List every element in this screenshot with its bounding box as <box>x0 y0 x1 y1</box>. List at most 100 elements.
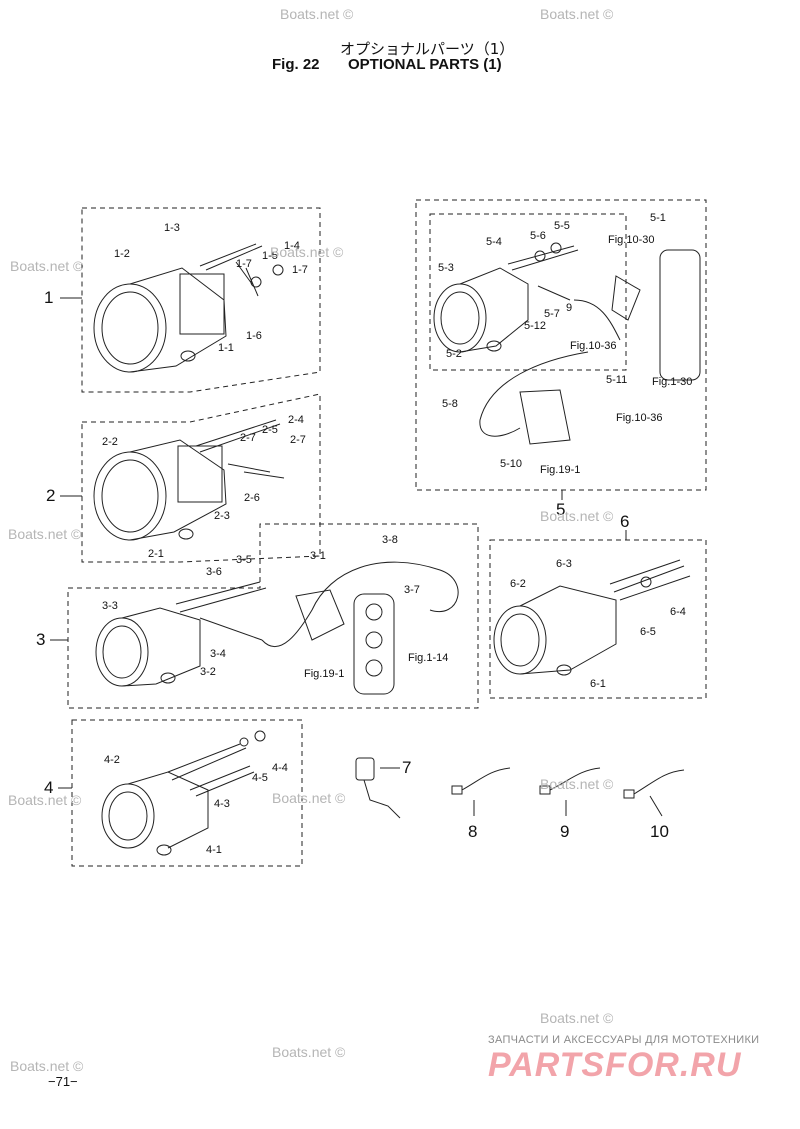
callout-fig-10-36: Fig.10-36 <box>570 340 617 352</box>
group-4-box <box>71 719 303 867</box>
callout-2-6: 2-6 <box>244 492 260 504</box>
group-number-10: 10 <box>650 822 669 841</box>
callout-fig-19-1: Fig.19-1 <box>304 668 345 680</box>
callout-5-3: 5-3 <box>438 262 454 274</box>
callout-3-3: 3-3 <box>102 600 118 612</box>
callout-fig-19-1b: Fig.19-1 <box>540 464 581 476</box>
bulb-icon <box>160 672 176 684</box>
title-japanese: オプショナルパーツ（1） <box>340 40 515 58</box>
callout-5-6: 5-6 <box>530 230 546 242</box>
group-number-7: 7 <box>402 758 412 777</box>
callout-5-12: 5-12 <box>524 320 547 332</box>
wire-harness-icon <box>199 243 263 297</box>
group-5-box <box>415 199 707 491</box>
callout-6-2: 6-2 <box>510 578 526 590</box>
callout-6-3: 6-3 <box>556 558 572 570</box>
callout-2-1: 2-1 <box>148 548 164 560</box>
wire-harness-icon <box>195 419 285 479</box>
callout-3-6: 3-6 <box>206 566 222 578</box>
group-number-8: 8 <box>468 822 478 841</box>
watermark: Boats.net © <box>8 526 82 542</box>
group-number-5: 5 <box>556 500 566 519</box>
group-number-2: 2 <box>46 486 56 505</box>
nut-icon <box>640 576 652 588</box>
callout-3-7: 3-7 <box>404 584 420 596</box>
callout-2-5: 2-5 <box>262 424 278 436</box>
group-1-box <box>81 207 321 393</box>
callout-2-3: 2-3 <box>214 510 230 522</box>
watermark: Boats.net © <box>540 776 614 792</box>
wire-harness-icon <box>507 245 579 301</box>
callout-fig-10-36b: Fig.10-36 <box>616 412 663 424</box>
nut-icon <box>250 264 284 288</box>
cable-icon <box>261 561 459 647</box>
callout-5-7: 5-7 <box>544 308 560 320</box>
watermark: Boats.net © <box>10 1058 84 1074</box>
callout-6-1: 6-1 <box>590 678 606 690</box>
callout-4-2: 4-2 <box>104 754 120 766</box>
group-number-3: 3 <box>36 630 46 649</box>
callout-2-7: 2-7 <box>240 432 256 444</box>
callout-5-10: 5-10 <box>500 458 523 470</box>
group-3-box <box>67 523 479 709</box>
callout-3-4: 3-4 <box>210 648 226 660</box>
callout-1-6: 1-6 <box>246 330 262 342</box>
brand-logo: PARTSFOR.RU <box>488 1046 742 1084</box>
bulb-icon <box>156 844 172 856</box>
connector-icon <box>451 767 511 795</box>
watermark: Boats.net © <box>280 6 354 22</box>
bulb-icon <box>178 528 194 540</box>
callout-4-5: 4-5 <box>252 772 268 784</box>
group-number-1: 1 <box>44 288 54 307</box>
callout-5-8: 5-8 <box>442 398 458 410</box>
connector-icon <box>623 769 685 799</box>
callout-1-5: 1-5 <box>262 250 278 262</box>
callout-fig-10-30: Fig.10-30 <box>608 234 655 246</box>
watermark: Boats.net © <box>540 508 614 524</box>
tachometer-gauge-icon <box>433 267 529 353</box>
callout-fig-1-14: Fig.1-14 <box>408 652 449 664</box>
callout-5-1: 5-1 <box>650 212 666 224</box>
callout-2-7b: 2-7 <box>290 434 306 446</box>
callout-fig-1-30: Fig.1-30 <box>652 376 693 388</box>
brand-tagline: ЗАПЧАСТИ И АКСЕССУАРЫ ДЛЯ МОТОТЕХНИКИ <box>488 1034 760 1046</box>
nut-icon <box>534 242 562 262</box>
callout-2-2: 2-2 <box>102 436 118 448</box>
engine-block-icon <box>295 589 395 695</box>
wire-harness-icon <box>609 559 691 601</box>
callout-6-4: 6-4 <box>670 606 686 618</box>
callout-4-3: 4-3 <box>214 798 230 810</box>
watermark: Boats.net © <box>540 6 614 22</box>
tachometer-gauge-icon <box>101 771 209 849</box>
group-number-4: 4 <box>44 778 54 797</box>
page-number: −71− <box>48 1074 78 1089</box>
callout-1-7: 1-7 <box>236 258 252 270</box>
callout-3-5: 3-5 <box>236 554 252 566</box>
callout-2-4: 2-4 <box>288 414 304 426</box>
callout-3-1: 3-1 <box>310 550 326 562</box>
wire-harness-icon <box>167 743 255 797</box>
group-boxes <box>67 199 707 867</box>
callout-1-2: 1-2 <box>114 248 130 260</box>
group-2-box <box>81 393 321 563</box>
page-title: OPTIONAL PARTS (1) <box>348 56 502 73</box>
callout-1-1: 1-1 <box>218 342 234 354</box>
watermark: Boats.net © <box>10 258 84 274</box>
group-6-box <box>489 539 707 699</box>
callout-1-3: 1-3 <box>164 222 180 234</box>
callout-1-7b: 1-7 <box>292 264 308 276</box>
figure-number: Fig. 22 <box>272 56 320 73</box>
watermark: Boats.net © <box>270 244 344 260</box>
watermark: Boats.net © <box>540 1010 614 1026</box>
callout-1-4: 1-4 <box>284 240 300 252</box>
watermark: Boats.net © <box>272 790 346 806</box>
connector-icon <box>539 767 601 795</box>
watermark: Boats.net © <box>272 1044 346 1060</box>
group-number-9: 9 <box>560 822 570 841</box>
nut-icon <box>239 730 266 747</box>
cable-icon <box>479 299 621 437</box>
callout-5-5: 5-5 <box>554 220 570 232</box>
callout-3-8: 3-8 <box>382 534 398 546</box>
callout-4-1: 4-1 <box>206 844 222 856</box>
wire-harness-icon <box>175 581 267 641</box>
